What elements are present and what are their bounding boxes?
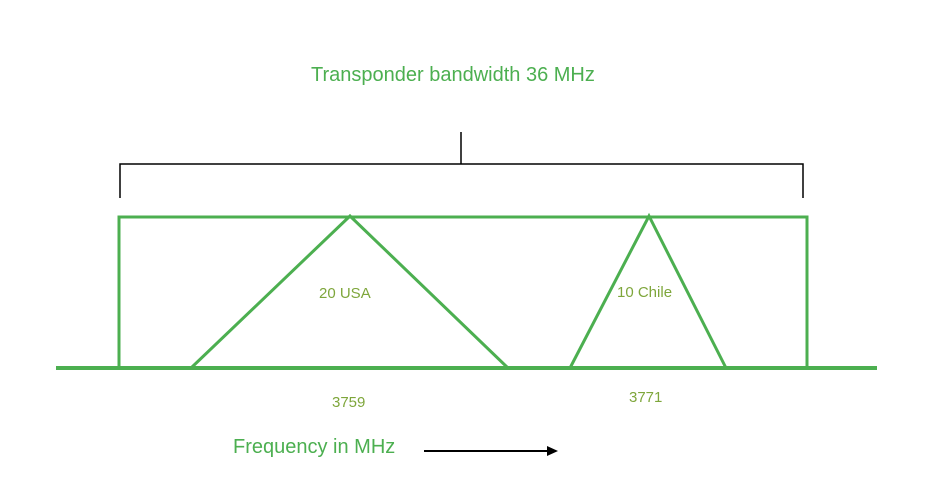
usa-frequency: 3759 — [332, 394, 366, 411]
chile-signal-label: 10 Chile — [617, 284, 673, 301]
transponder-band — [117, 215, 809, 370]
bandwidth-bracket — [119, 132, 804, 198]
usa-signal-triangle — [189, 213, 510, 370]
frequency-axis-label: Frequency in MHz — [233, 436, 396, 458]
chile-signal-triangle — [568, 212, 728, 369]
usa-signal-label: 20 USA — [319, 285, 371, 302]
arrow-head-icon — [547, 446, 558, 456]
chile-frequency: 3771 — [629, 389, 663, 406]
diagram-title: Transponder bandwidth 36 MHz — [311, 64, 595, 86]
